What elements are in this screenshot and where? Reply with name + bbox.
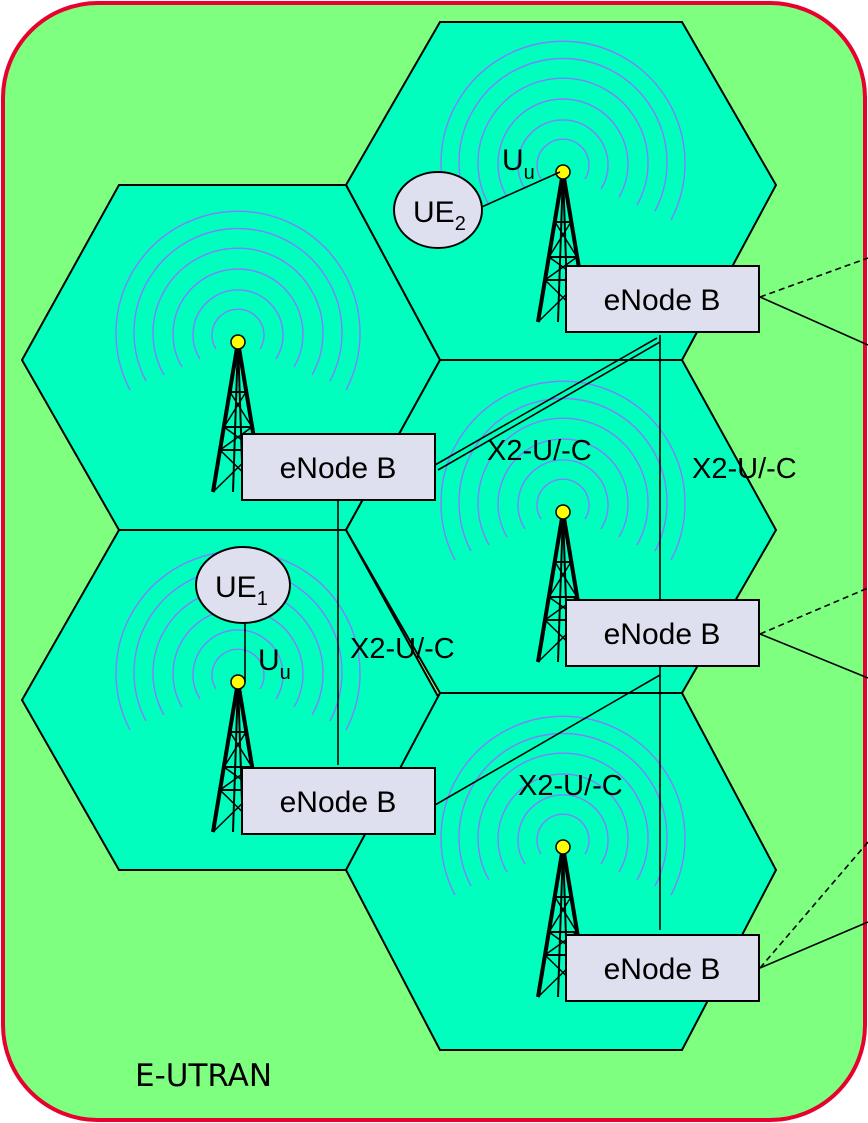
ue-label: UE1 bbox=[215, 571, 268, 610]
s1-link bbox=[759, 921, 868, 969]
enodeb-bottom: eNode B bbox=[565, 934, 760, 1002]
ue-2: UE2 bbox=[393, 171, 483, 249]
s1-link bbox=[759, 633, 868, 679]
x2-label: X2-U/-C bbox=[487, 435, 592, 467]
x2-label: X2-U/-C bbox=[518, 770, 623, 802]
x2-link bbox=[437, 341, 661, 471]
enodeb-label: eNode B bbox=[280, 786, 397, 819]
enodeb-label: eNode B bbox=[604, 284, 721, 317]
enodeb-top: eNode B bbox=[565, 265, 760, 333]
s1-link-dashed bbox=[759, 257, 868, 298]
uu-link bbox=[474, 171, 561, 211]
enodeb-label: eNode B bbox=[280, 452, 397, 485]
uu-label: Uu bbox=[258, 644, 291, 684]
s1-link bbox=[759, 296, 868, 346]
x2-label: X2-U/-C bbox=[692, 453, 797, 485]
enodeb-label: eNode B bbox=[604, 953, 721, 986]
x2-link bbox=[434, 337, 658, 466]
enodeb-upper-left: eNode B bbox=[241, 433, 436, 501]
enodeb-middle: eNode B bbox=[565, 599, 760, 667]
x2-label: X2-U/-C bbox=[350, 633, 455, 665]
enodeb-label: eNode B bbox=[604, 618, 721, 651]
region-label: E-UTRAN bbox=[135, 1058, 272, 1094]
ue-1: UE1 bbox=[195, 546, 291, 624]
enodeb-lower-left: eNode B bbox=[241, 767, 436, 835]
x2-link bbox=[434, 674, 661, 806]
s1-link-dashed bbox=[759, 841, 868, 969]
uu-label: Uu bbox=[502, 144, 535, 184]
ue-label: UE2 bbox=[413, 196, 466, 235]
